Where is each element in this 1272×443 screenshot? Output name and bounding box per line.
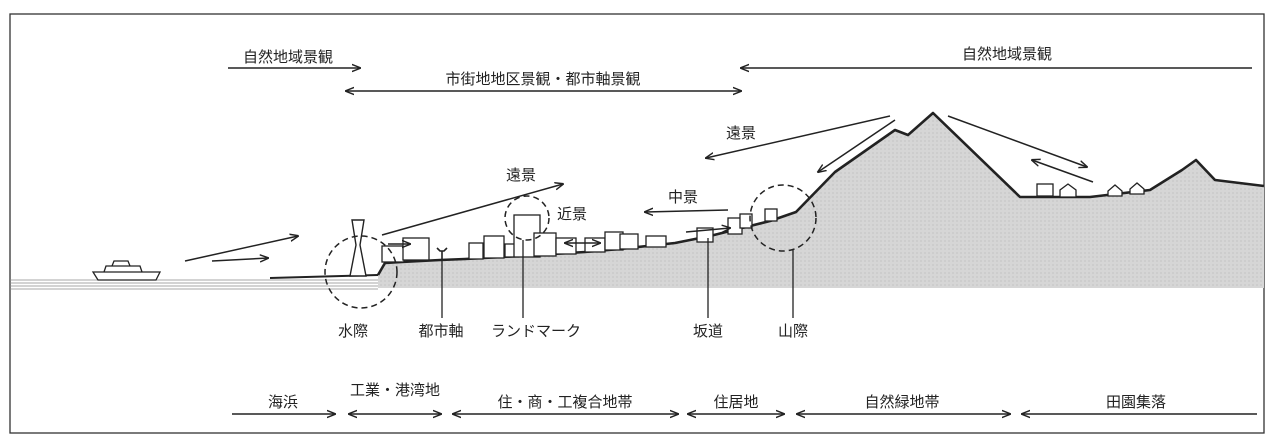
residential-label: 住居地 bbox=[713, 393, 758, 411]
beach-label: 海浜 bbox=[268, 393, 298, 411]
mid-view-arrow bbox=[645, 210, 729, 212]
landmark-label: ランドマーク bbox=[491, 322, 581, 340]
village-houses bbox=[1059, 182, 1145, 198]
waterfront-circle bbox=[324, 235, 398, 309]
landmark-circle bbox=[504, 195, 550, 241]
mid-view-label: 中景 bbox=[668, 188, 698, 206]
far-view-lower-arrow bbox=[381, 184, 563, 236]
sea-view-arrow-2 bbox=[211, 258, 268, 261]
near-view-label: 近景 bbox=[557, 205, 587, 223]
green-zone-label: 自然緑地帯 bbox=[864, 393, 939, 411]
urban-zone-label: 市街地地区景観・都市軸景観 bbox=[445, 70, 640, 88]
urban-axis-marker-icon bbox=[436, 247, 448, 259]
mountain-edge-label: 山際 bbox=[778, 322, 808, 340]
mountain-to-village-arrow bbox=[947, 115, 1087, 167]
natural-left-label: 自然地域景観 bbox=[243, 48, 333, 66]
terrain-silhouette bbox=[378, 113, 1264, 288]
mid-view-arrow-2 bbox=[685, 228, 730, 232]
mountain-edge-circle bbox=[749, 184, 817, 252]
tower-landmark-icon bbox=[349, 219, 367, 277]
slope-road-label: 坂道 bbox=[693, 322, 723, 340]
village-view-arrow bbox=[1032, 160, 1094, 183]
sea-surface bbox=[10, 279, 378, 290]
waterfront-label: 水際 bbox=[338, 322, 368, 340]
mixed-use-label: 住・商・工複合地帯 bbox=[497, 393, 632, 411]
urban-axis-label: 都市軸 bbox=[418, 322, 463, 340]
sea-view-arrow-1 bbox=[184, 236, 298, 262]
far-view-upper-label: 遠景 bbox=[726, 124, 756, 142]
mountain-view-arrow bbox=[818, 119, 896, 172]
industrial-port-label: 工業・港湾地 bbox=[350, 381, 440, 399]
ship-icon bbox=[91, 260, 162, 281]
natural-right-label: 自然地域景観 bbox=[962, 45, 1052, 63]
far-view-lower-label: 遠景 bbox=[506, 166, 536, 184]
far-view-upper-arrow bbox=[706, 115, 891, 158]
rural-label: 田園集落 bbox=[1106, 393, 1166, 411]
terrain-outline bbox=[376, 111, 1265, 276]
